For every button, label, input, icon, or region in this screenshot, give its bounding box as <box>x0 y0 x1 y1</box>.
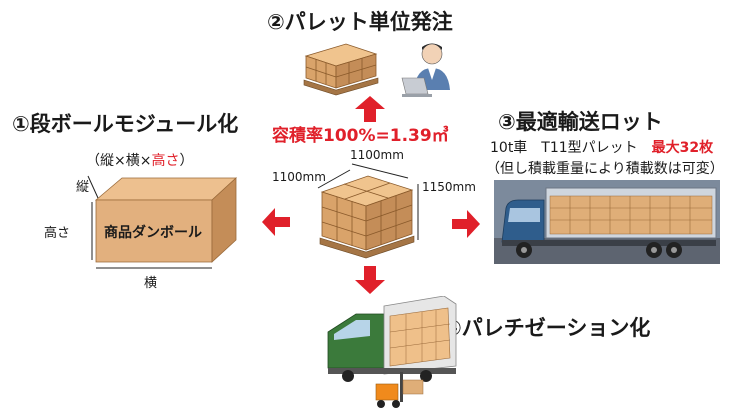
lot-line1-prefix: 10t車 T11型パレット <box>490 140 652 156</box>
optimal-lot-title: ③最適輸送ロット <box>498 110 663 134</box>
optimal-lot-line1: 10t車 T11型パレット 最大32枚 <box>490 137 713 157</box>
dims-open: （縦×横× <box>86 153 152 169</box>
dim-right-label: 1150mm <box>422 180 476 194</box>
dims-caption: （縦×横×高さ） <box>86 150 193 170</box>
pallet-boxes-image <box>303 43 379 96</box>
arrow-down <box>355 266 385 294</box>
dim-left-label: 1100mm <box>272 170 326 184</box>
optimal-lot-line2: （但し積載重量により積載数は可変） <box>486 161 724 177</box>
pallet-order-title: ②パレット単位発注 <box>267 10 453 34</box>
capacity-label: 容積率100%=1.39㎥ <box>272 126 449 146</box>
arrow-left <box>262 208 290 236</box>
tate-label: 縦 <box>76 180 90 195</box>
person-laptop-image <box>401 43 450 97</box>
cardboard-box-image <box>87 175 238 269</box>
large-truck-image <box>494 180 720 264</box>
lot-max-count: 最大32枚 <box>651 140 714 156</box>
yoko-label: 横 <box>144 276 158 291</box>
palletization-title: ④パレチゼーション化 <box>444 316 651 340</box>
arrow-right <box>452 210 480 238</box>
center-pallet-image <box>317 163 419 259</box>
arrow-up <box>355 96 385 122</box>
takasa-label: 高さ <box>44 226 71 241</box>
dims-height: 高さ <box>151 153 180 169</box>
truck-forklift-image <box>327 296 457 408</box>
dims-close: ） <box>179 153 194 169</box>
dim-top-label: 1100mm <box>350 148 404 162</box>
box-label: 商品ダンボール <box>104 225 202 241</box>
cardboard-module-title: ①段ボールモジュール化 <box>12 112 239 136</box>
